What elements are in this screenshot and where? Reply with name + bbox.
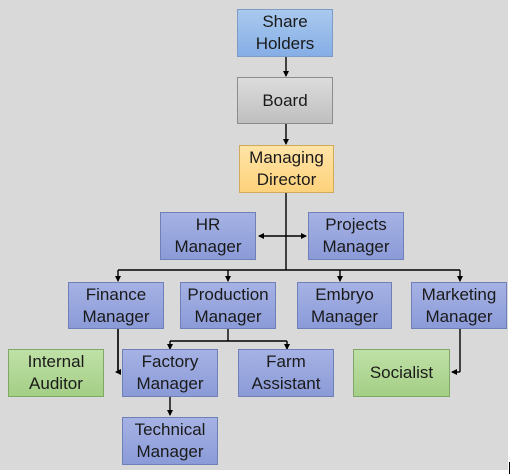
embryo-manager-label: Embryo Manager — [310, 284, 379, 326]
hr-manager-box: HR Manager — [160, 212, 256, 260]
projects-manager-box: Projects Manager — [308, 212, 404, 260]
technical-manager-box: Technical Manager — [122, 417, 218, 465]
finance-manager-label: Finance Manager — [82, 284, 150, 326]
production-manager-box: Production Manager — [180, 282, 276, 329]
production-manager-label: Production Manager — [187, 284, 269, 326]
edge-mark — [509, 462, 510, 474]
marketing-manager-box: Marketing Manager — [411, 282, 507, 329]
board-label: Board — [262, 90, 308, 110]
hr-manager-label: HR Manager — [174, 215, 242, 256]
board-box: Board — [237, 77, 333, 124]
managing-director-label: Managing Director — [249, 148, 324, 189]
share-holders-label: Share Holders — [255, 12, 315, 53]
share-holders-box: Share Holders — [237, 9, 333, 57]
socialist-box: Socialist — [353, 349, 450, 397]
socialist-label: Socialist — [369, 363, 434, 382]
technical-manager-label: Technical Manager — [134, 420, 206, 461]
factory-manager-label: Factory Manager — [136, 352, 204, 393]
marketing-manager-label: Marketing Manager — [421, 284, 497, 326]
farm-assistant-label: Farm Assistant — [251, 352, 321, 393]
farm-assistant-box: Farm Assistant — [238, 349, 334, 397]
projects-manager-label: Projects Manager — [322, 215, 390, 256]
embryo-manager-box: Embryo Manager — [297, 282, 392, 329]
internal-auditor-box: Internal Auditor — [8, 349, 104, 397]
internal-auditor-label: Internal Auditor — [27, 352, 85, 393]
finance-manager-box: Finance Manager — [68, 282, 164, 329]
managing-director-box: Managing Director — [239, 145, 334, 193]
factory-manager-box: Factory Manager — [122, 349, 218, 397]
